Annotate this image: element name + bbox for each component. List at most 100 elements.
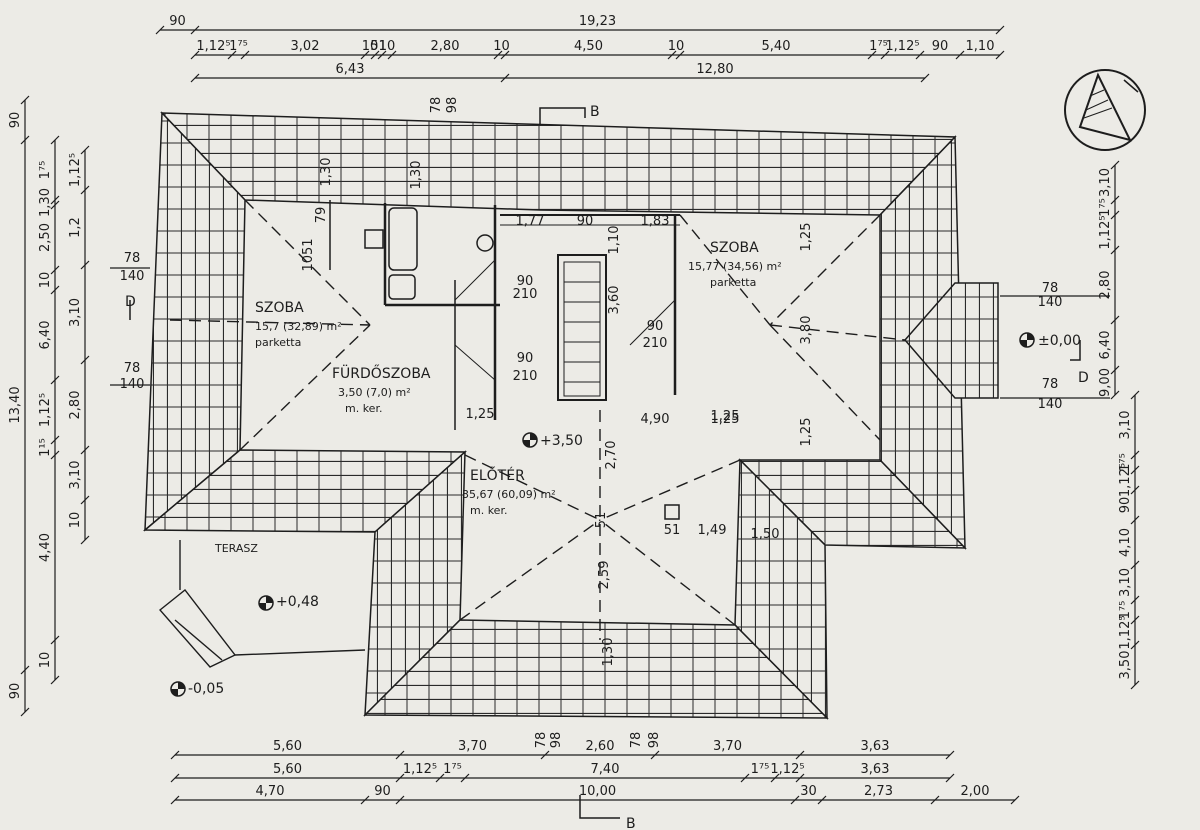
interior-dimension: 1,50 [751,527,780,542]
level-marker-terrace: +0,48 [258,594,319,611]
dim-top-2: 90 [932,39,949,54]
dim-bottom-1: 2,60 [586,739,615,754]
dim-right-upper: 6,40 [1098,331,1113,360]
dim-bottom-3: 4,70 [256,784,285,799]
interior-dimension: 78 [534,732,549,749]
terrace-outline [158,540,366,668]
room-area: 3,50 (7,0) m² [338,386,411,399]
level-value: +0,48 [276,594,319,610]
interior-dimension: 79 [314,207,329,224]
interior-dimension: 210 [513,287,538,302]
dim-top-2: 10 [379,39,396,54]
interior-dimension: 1,25 [711,412,740,427]
room-name: SZOBA [710,240,759,256]
dim-right-lower: 1⁷⁵ [1118,453,1133,472]
room-name: FÜRDŐSZOBA [332,364,431,382]
interior-dimension: 1,77 [516,214,545,229]
dim-right-upper: 2,80 [1098,271,1113,300]
dim-bottom-1: 3,63 [861,739,890,754]
dim-bottom-3: 30 [800,784,817,799]
dim-bottom-2: 3,63 [861,762,890,777]
dim-left-mid: 1,30 [38,188,53,217]
dim-top-2: 10 [362,39,379,54]
interior-dimension: 3,60 [607,286,622,315]
dim-bottom-2: 7,40 [591,762,620,777]
dim-top-2: 51 [370,39,387,54]
dim-bottom-2: 1,12⁵ [770,762,804,777]
dim-bottom-3: 2,00 [961,784,990,799]
dim-bottom-2: 5,60 [273,762,302,777]
interior-dimension: 4,90 [641,412,670,427]
dim-top-1: 90 [169,14,186,29]
dim-top-2: 1,12⁵ [196,39,230,54]
interior-dimension: 51 [664,523,681,538]
interior-dimension: 1,30 [409,161,424,190]
room-furdo: FÜRDŐSZOBA 3,50 (7,0) m² m. ker. [332,364,431,415]
dim-left-mid: 6,40 [38,321,53,350]
dim-left-outer: 90 [8,112,23,129]
interior-walls [329,200,680,520]
room-name: SZOBA [255,300,304,316]
dim-left-mid: 1⁷⁵ [38,161,53,180]
dim-left-inner: 1,12⁵ [68,153,83,187]
north-arrow-icon [1064,69,1146,151]
dim-bottom-2: 1⁷⁵ [443,762,462,777]
room-area: 15,77 (34,56) m² [688,260,782,273]
dim-bottom-1: 5,60 [273,739,302,754]
room-area: 15,7 (32,89) m² [255,320,342,333]
dim-top-2: 5,40 [762,39,791,54]
dim-left-mid: 1,12⁵ [38,393,53,427]
dim-bottom-3: 10,00 [579,784,616,799]
dim-bottom-1: 3,70 [458,739,487,754]
room-szoba-right: SZOBA 15,77 (34,56) m² parketta [688,240,782,289]
dim-bottom-3: 2,73 [864,784,893,799]
section-d-left: D [125,294,136,310]
section-d-right: D [1078,370,1089,386]
interior-dimension: 3,80 [799,316,814,345]
window-mark: 140 [1038,295,1063,310]
interior-dimension: 1,30 [601,638,616,667]
interior-dimension: 210 [513,369,538,384]
interior-dimension: 1051 [301,238,316,271]
dim-right-upper: 1⁷⁵ [1098,198,1113,217]
room-name: ELŐTÉR [470,466,525,484]
level-marker-entrance: ±0,00 [1019,332,1081,349]
section-mark-bottom: B [626,816,636,830]
dimension-lines [20,25,1140,805]
dim-right-lower: 1⁷⁵ [1118,601,1133,620]
dim-right-lower: 3,10 [1118,411,1133,440]
level-marker-top: +3,50 [522,432,583,449]
room-area: 35,67 (60,09) m² [462,488,556,501]
interior-dimension: 98 [647,732,662,749]
dim-right-lower: 90 [1118,497,1133,514]
dim-top-2: 1,10 [966,39,995,54]
interior-dimension: 78 [629,732,644,749]
interior-dimension: 98 [549,732,564,749]
window-mark: 78 [1042,281,1059,296]
interior-dimension: 1,25 [799,223,814,252]
interior-dimension: 210 [643,336,668,351]
interior-dimension: 1,30 [319,158,334,187]
interior-dimension: 1,83 [641,214,670,229]
dim-bottom-2: 1,12⁵ [403,762,437,777]
dim-top-2: 10 [668,39,685,54]
dim-top-2: 3,02 [291,39,320,54]
dim-left-outer: 90 [8,683,23,700]
dim-top-2: 1⁷⁵ [229,39,248,54]
dim-right-upper: 9,00 [1098,368,1113,397]
dim-top-2: 1,12⁵ [885,39,919,54]
dim-left-mid: 1¹⁵ [38,438,53,457]
interior-dimension: 90 [577,214,594,229]
dim-left-outer: 13,40 [8,386,23,423]
dim-top-2: 10 [493,39,510,54]
room-floor: parketta [255,336,301,349]
dim-top-1: 19,23 [579,14,616,29]
room-floor: parketta [710,276,756,289]
dim-right-upper: 1,12⁵ [1098,215,1113,249]
dim-bottom-2: 1⁷⁵ [751,762,770,777]
roof-tiling [142,111,999,720]
interior-dimension: 90 [517,351,534,366]
dim-bottom-3: 90 [374,784,391,799]
dim-left-inner: 1,2 [68,217,83,238]
dim-top-3: 12,80 [696,62,733,77]
